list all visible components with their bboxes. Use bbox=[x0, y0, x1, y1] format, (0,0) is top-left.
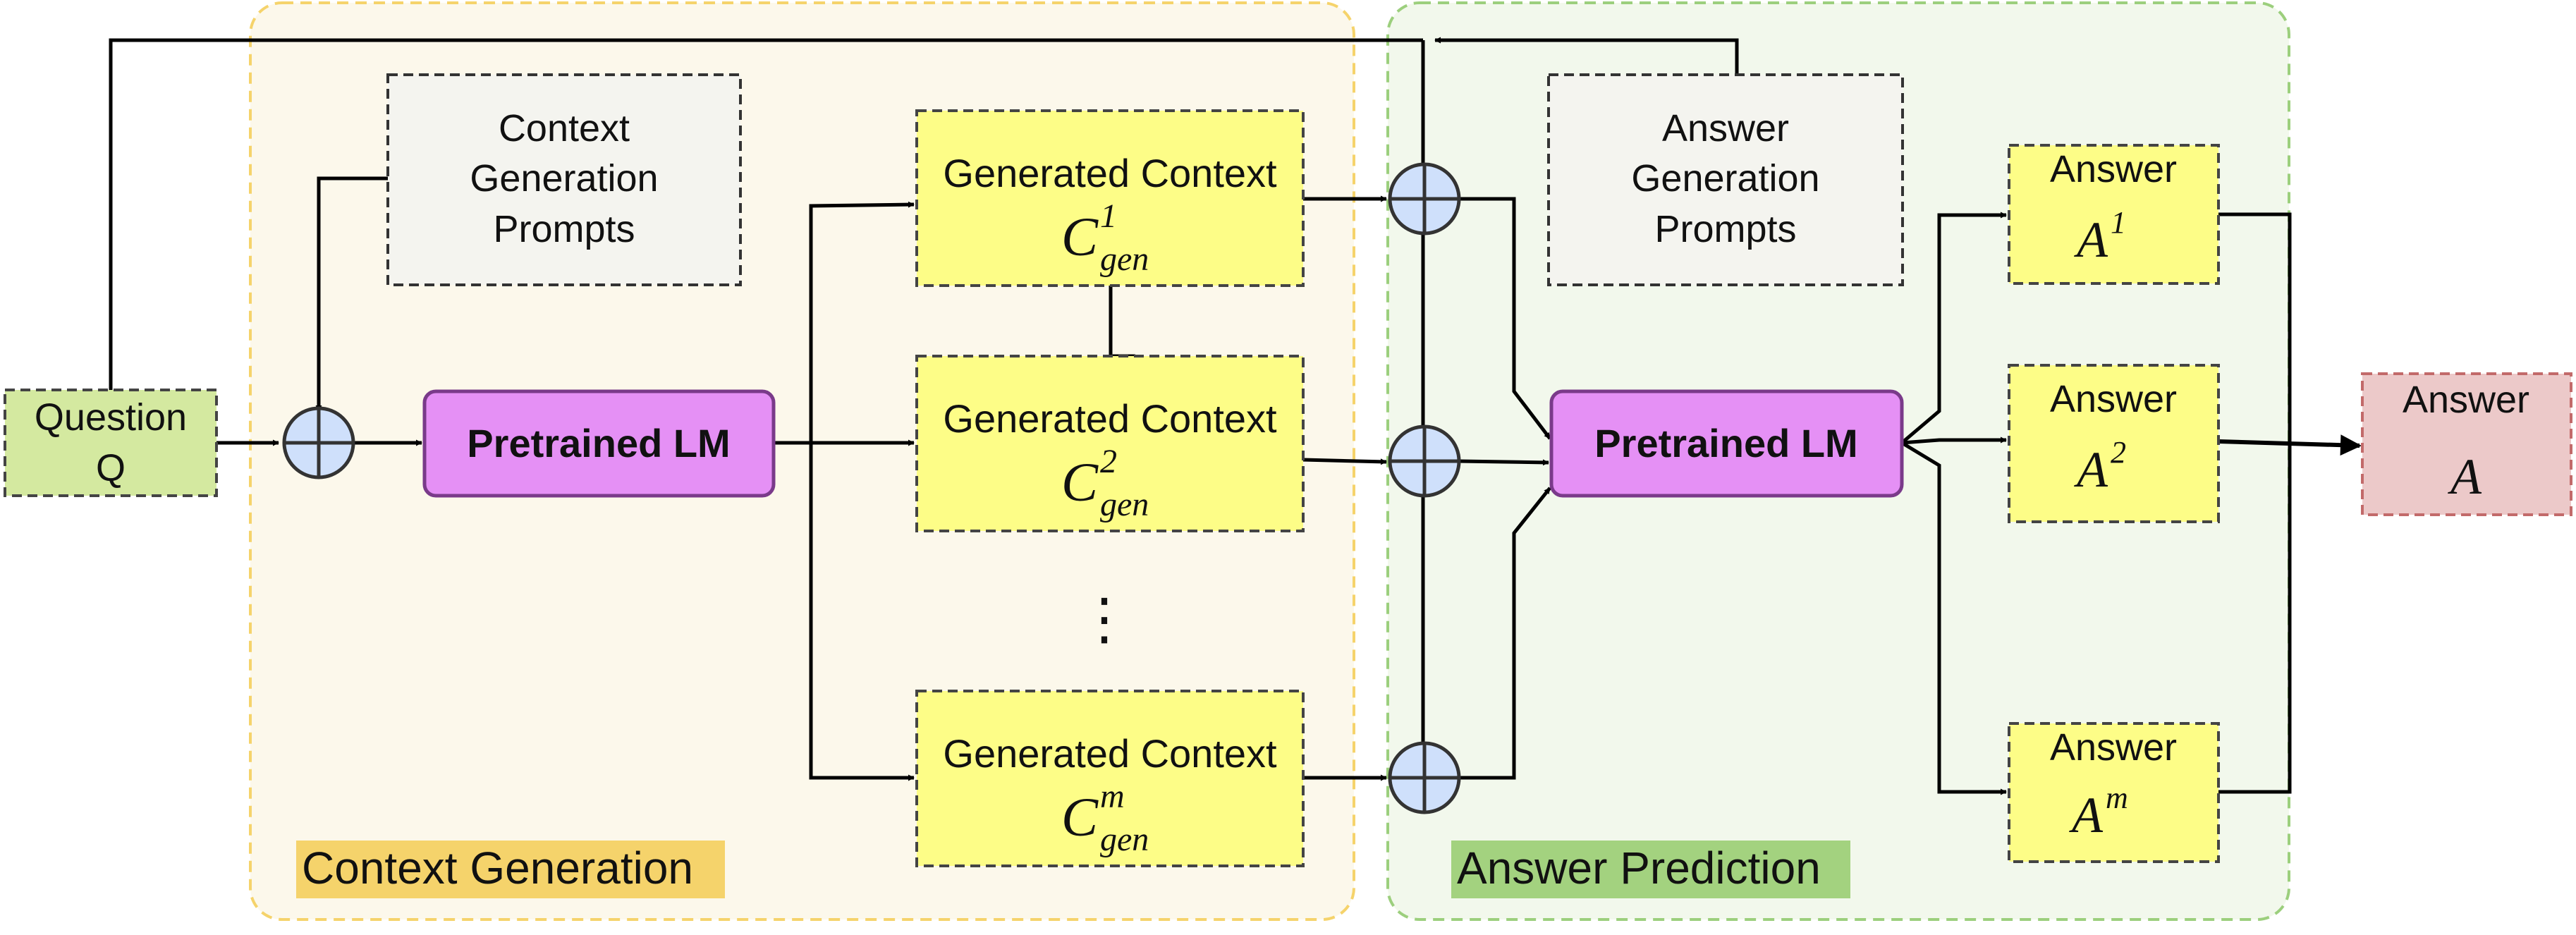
svg-text:Answer: Answer bbox=[2403, 379, 2529, 421]
svg-text:A: A bbox=[2074, 212, 2108, 268]
answer-prediction-label: Answer Prediction bbox=[1451, 841, 1850, 898]
svg-text:Answer Prediction: Answer Prediction bbox=[1457, 843, 1821, 893]
svg-text:gen: gen bbox=[1100, 821, 1149, 858]
adder1-to-lm-arrow bbox=[1459, 197, 1551, 440]
svg-text:Answer: Answer bbox=[2050, 378, 2177, 420]
context-generation-prompts-box: Context Generation Prompts bbox=[386, 73, 742, 286]
svg-text:m: m bbox=[1100, 778, 1125, 815]
svg-text:m: m bbox=[2106, 781, 2128, 815]
answer-prompts-connector bbox=[1434, 37, 1739, 75]
svg-text:Prompts: Prompts bbox=[1654, 208, 1796, 250]
svg-text:2: 2 bbox=[2111, 435, 2126, 470]
svg-text:C: C bbox=[1061, 451, 1099, 513]
svg-text:1: 1 bbox=[1100, 197, 1117, 235]
pretrained-lm-context: Pretrained LM bbox=[422, 389, 776, 498]
context-generation-label: Context Generation bbox=[296, 841, 725, 898]
generated-context-2: Generated Context C 2 gen bbox=[915, 355, 1305, 532]
answer-m: Answer A m bbox=[2008, 722, 2220, 863]
answer-1: Answer A 1 bbox=[2008, 144, 2220, 285]
svg-text:gen: gen bbox=[1100, 240, 1149, 278]
generated-context-1: Generated Context C 1 gen bbox=[915, 109, 1305, 287]
svg-text:C: C bbox=[1061, 206, 1099, 267]
svg-text:Generation: Generation bbox=[470, 157, 658, 200]
pretrained-lm-answer: Pretrained LM bbox=[1549, 389, 1904, 498]
svg-text:Context Generation: Context Generation bbox=[302, 843, 693, 893]
lm-to-contextm-arrow bbox=[809, 443, 915, 781]
lm-to-answer2-arrow bbox=[1901, 436, 2007, 445]
lm-to-answerm-arrow bbox=[1900, 441, 2007, 795]
svg-text:Generated Context: Generated Context bbox=[943, 731, 1277, 776]
svg-text:A: A bbox=[2074, 441, 2108, 498]
answer-adder-2-icon bbox=[1388, 424, 1461, 498]
svg-text:2: 2 bbox=[1100, 443, 1117, 480]
svg-text:Question: Question bbox=[35, 396, 187, 439]
svg-text:Q: Q bbox=[96, 447, 126, 489]
svg-text:gen: gen bbox=[1100, 486, 1149, 523]
svg-text:Generated Context: Generated Context bbox=[943, 396, 1277, 441]
lm-to-context1-arrow bbox=[809, 201, 915, 443]
context-ellipsis: ⋮ bbox=[1076, 587, 1133, 650]
question-top-connector bbox=[109, 38, 1423, 390]
answer-2: Answer A 2 bbox=[2008, 364, 2220, 523]
question-node: Question Q bbox=[4, 389, 218, 497]
lm-to-answer1-arrow bbox=[1900, 212, 2007, 444]
svg-text:Answer: Answer bbox=[2050, 726, 2177, 769]
context-prompts-connector bbox=[315, 176, 388, 412]
final-answer-node: Answer A bbox=[2361, 372, 2572, 516]
context2-to-adder-arrow bbox=[1302, 458, 1387, 465]
svg-text:Generation: Generation bbox=[1631, 157, 1819, 200]
svg-text:Answer: Answer bbox=[2050, 148, 2177, 190]
adderm-to-lm-arrow bbox=[1459, 487, 1551, 780]
svg-text:Pretrained LM: Pretrained LM bbox=[1594, 421, 1857, 465]
svg-text:A: A bbox=[2448, 448, 2482, 505]
svg-text:A: A bbox=[2069, 787, 2104, 843]
svg-text:1: 1 bbox=[2111, 205, 2126, 240]
svg-text:Prompts: Prompts bbox=[493, 208, 635, 250]
answer-adder-m-icon bbox=[1388, 741, 1461, 814]
svg-text:Context: Context bbox=[499, 107, 630, 149]
svg-text:C: C bbox=[1061, 786, 1099, 848]
svg-text:Pretrained LM: Pretrained LM bbox=[467, 421, 730, 465]
svg-text:Generated Context: Generated Context bbox=[943, 151, 1277, 195]
answer1-to-merge-line bbox=[2218, 212, 2292, 794]
answer2-to-final-arrow bbox=[2218, 434, 2362, 456]
generated-context-m: Generated Context C m gen bbox=[915, 690, 1305, 867]
answer-adder-1-icon bbox=[1388, 162, 1461, 236]
answer-generation-prompts-box: Answer Generation Prompts bbox=[1547, 73, 1904, 286]
context-adder-icon bbox=[282, 406, 355, 479]
adder2-to-lm-arrow bbox=[1458, 459, 1549, 466]
svg-text:Answer: Answer bbox=[1662, 107, 1789, 149]
